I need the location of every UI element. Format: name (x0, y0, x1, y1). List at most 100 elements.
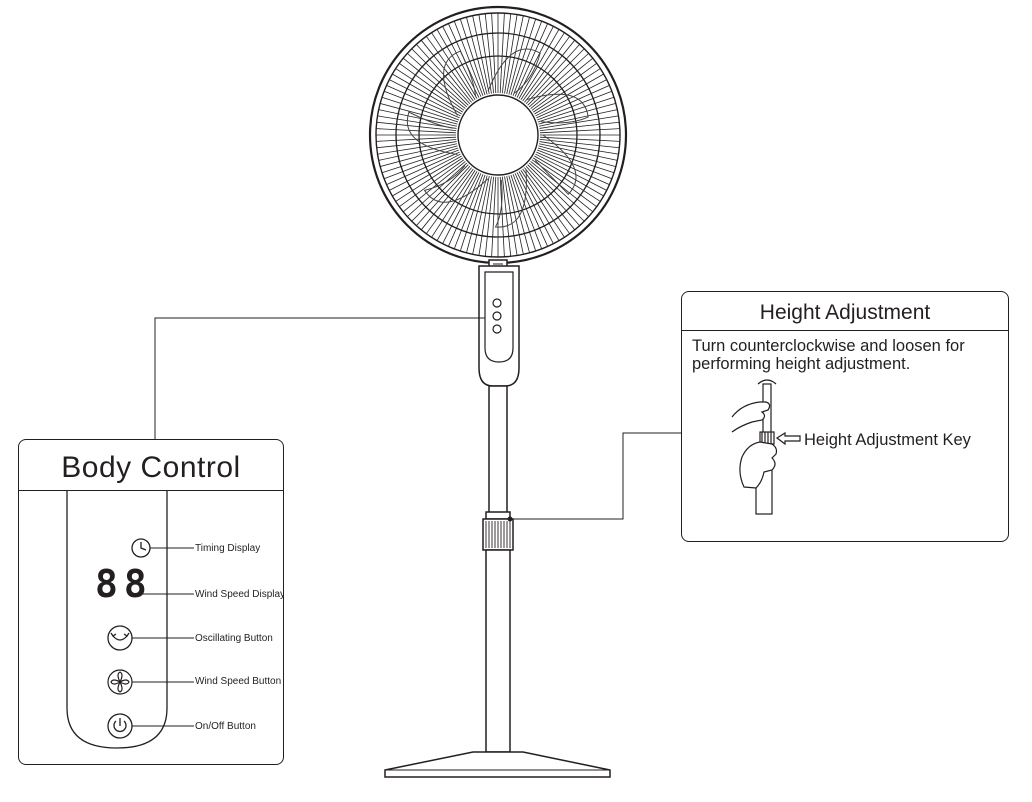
body-control-title: Body Control (19, 440, 283, 491)
grille-spoke (431, 170, 476, 238)
grille-spoke (459, 174, 486, 252)
grille-spoke (399, 62, 465, 111)
grille-spoke (491, 13, 497, 94)
grille-spoke (380, 145, 458, 167)
grille-spoke (389, 153, 461, 191)
grille-spoke (411, 164, 469, 222)
grille-spoke (478, 14, 492, 94)
grille-spoke (376, 121, 457, 132)
fan-upper-pole (488, 385, 508, 515)
grille-spoke (504, 176, 518, 256)
grille-spoke (383, 90, 459, 121)
grille-spoke (411, 48, 469, 106)
fan-blade (423, 165, 489, 203)
grille-spoke (512, 174, 543, 250)
grille-spoke (478, 176, 492, 256)
fan-lower-pole (485, 549, 511, 753)
grille-spoke (425, 36, 474, 102)
grille-spoke (539, 115, 619, 129)
grille-spoke (538, 103, 616, 125)
grille-spoke (508, 175, 530, 253)
height-adjustment-illustration (731, 379, 801, 515)
grille-spoke (528, 53, 589, 108)
grille-spoke (383, 149, 459, 180)
grille-spoke (376, 138, 457, 149)
height-adjustment-instruction: Turn counterclockwise and loosen for per… (692, 337, 1002, 373)
grille-spoke (534, 73, 604, 115)
grille-spoke (431, 32, 476, 100)
grille-spoke (436, 171, 478, 241)
grille-spoke (402, 161, 466, 213)
grille-spoke (506, 175, 524, 255)
height-adjustment-leader (510, 432, 681, 520)
timing-display-label: Timing Display (195, 543, 261, 554)
fan-blade (407, 111, 458, 156)
grille-spoke (407, 53, 468, 108)
grille-spoke (518, 171, 560, 241)
grille-spoke (527, 48, 585, 106)
grille-spoke (416, 165, 471, 226)
fan-base (384, 751, 611, 778)
grille-spoke (537, 96, 615, 123)
grille-spoke (524, 167, 576, 231)
height-adjustment-panel: Height Adjustment Turn counterclockwise … (681, 291, 1009, 542)
grille-spoke (536, 151, 610, 185)
wind-speed-button-label: Wind Speed Button (195, 676, 282, 687)
on-off-button-label: On/Off Button (195, 721, 256, 732)
grille-spoke (436, 29, 478, 99)
grille-spoke (518, 29, 560, 99)
grille-spoke (381, 96, 459, 123)
grille-spoke (530, 57, 594, 109)
grille-spoke (537, 149, 613, 180)
grille-spoke (402, 57, 466, 109)
grille-spoke (524, 39, 576, 103)
fan-blade (443, 50, 477, 116)
grille-spoke (484, 176, 495, 257)
fan-blade (534, 134, 577, 195)
lower-hand-icon (739, 441, 778, 489)
grille-spoke (533, 157, 601, 202)
grille-spoke (399, 159, 465, 208)
grille-spoke (420, 39, 472, 103)
grille-spoke (539, 136, 620, 142)
grille-spoke (392, 155, 462, 197)
grille-spoke (510, 174, 537, 252)
upper-hand-icon (731, 401, 771, 433)
power-icon[interactable] (107, 713, 133, 739)
body-control-leader (154, 317, 485, 439)
grille-spoke (466, 17, 488, 95)
fan-blade (494, 170, 527, 228)
grille-spoke (536, 85, 610, 119)
height-adjustment-key-label: Height Adjustment Key (804, 431, 971, 449)
height-adjustment-title: Height Adjustment (682, 292, 1008, 331)
grille-spoke (377, 141, 457, 155)
body-control-illustration (66, 490, 194, 749)
grille-spoke (535, 79, 607, 117)
grille-spoke (386, 151, 460, 185)
grille-spoke (522, 168, 571, 234)
instruction-line-2: performing height adjustment. (692, 355, 911, 373)
grille-spoke (525, 165, 580, 226)
grille-spoke (420, 167, 472, 231)
oscillation-icon[interactable] (107, 625, 133, 651)
grille-spoke (530, 161, 594, 213)
grille-spoke (378, 143, 458, 161)
leader-lines (154, 317, 681, 522)
grille-spoke (453, 20, 484, 96)
wind-speed-digits: 88 (95, 562, 153, 606)
height-adjustment-collar (482, 511, 514, 551)
grille-spoke (538, 109, 618, 127)
grille-spoke (499, 13, 505, 94)
grille-spoke (472, 175, 490, 255)
grille-spoke (386, 85, 460, 119)
grille-spoke (499, 176, 505, 257)
grille-spoke (537, 90, 613, 121)
grille-spoke (407, 162, 468, 217)
fan-icon[interactable] (107, 669, 133, 695)
grille-spoke (506, 15, 524, 95)
grille-spoke (395, 157, 463, 202)
grille-spoke (378, 109, 458, 127)
body-control-panel: Body Control (18, 439, 284, 765)
grille-spoke (516, 172, 554, 244)
grille-spoke (389, 79, 461, 117)
